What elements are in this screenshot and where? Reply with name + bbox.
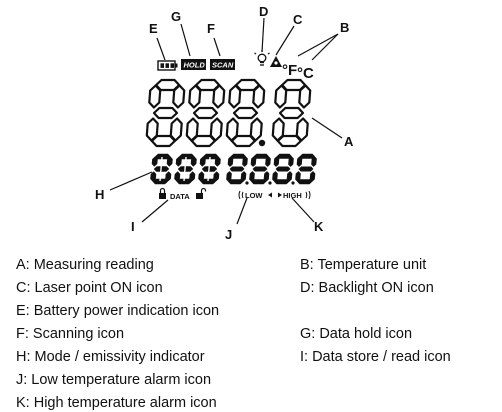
- mode-segment-divider: [159, 156, 163, 182]
- scan-label: SCAN: [212, 61, 234, 70]
- small-digit-3: [272, 153, 294, 185]
- callout-j: J: [225, 227, 232, 240]
- mode-segment-divider: [207, 156, 211, 182]
- scan-icon: SCAN: [210, 59, 235, 70]
- legend-item-g: G: Data hold icon: [300, 326, 413, 342]
- callout-g: G: [171, 9, 181, 24]
- callout-i: I: [131, 219, 135, 234]
- data-label: DATA: [170, 192, 190, 201]
- legend-item-e: E: Battery power indication icon: [16, 303, 220, 319]
- battery-icon: [157, 60, 178, 71]
- small-decimal-1: [245, 181, 249, 185]
- legend-item-i: I: Data store / read icon: [300, 349, 451, 365]
- main-decimal-point: [258, 139, 266, 147]
- hold-icon: HOLD: [181, 59, 206, 70]
- mode-digit-3: [198, 153, 221, 185]
- legend-item-a: A: Measuring reading: [16, 257, 154, 273]
- secondary-reading: [226, 153, 317, 185]
- callout-d: D: [259, 4, 268, 19]
- mode-digit-1: [150, 153, 173, 185]
- mode-indicator: [150, 153, 221, 185]
- hold-label: HOLD: [184, 61, 206, 70]
- callout-a: A: [344, 134, 354, 149]
- high-label: HIGH: [283, 191, 302, 200]
- low-label: LOW: [245, 191, 263, 200]
- legend-item-c: C: Laser point ON icon: [16, 280, 163, 296]
- high-alarm-icon: HIGH: [278, 190, 311, 200]
- small-digit-4: [295, 153, 317, 185]
- callout-e: E: [149, 21, 158, 36]
- lcd-diagram: E G F D C B A H I J K HOLD SCAN °F °C: [95, 4, 354, 240]
- callout-h: H: [95, 187, 104, 202]
- main-digit-3: [225, 78, 266, 148]
- legend-item-d: D: Backlight ON icon: [300, 280, 434, 296]
- laser-icon: [270, 56, 282, 67]
- callout-k: K: [314, 219, 324, 234]
- main-digit-2: [185, 78, 226, 148]
- callout-f: F: [207, 21, 215, 36]
- legend-item-j: J: Low temperature alarm icon: [16, 372, 212, 388]
- legend-item-b: B: Temperature unit: [300, 257, 427, 273]
- unit-celsius: °C: [297, 65, 314, 82]
- lock-icon: [159, 187, 166, 199]
- low-alarm-icon: LOW: [238, 190, 272, 200]
- callout-b: B: [340, 20, 349, 35]
- mode-segment-divider: [183, 156, 187, 182]
- callout-c: C: [293, 12, 303, 27]
- leader-lines: [109, 17, 343, 225]
- main-reading: [145, 78, 312, 148]
- main-digit-1: [145, 78, 186, 148]
- small-digit-2: [249, 153, 271, 185]
- legend-item-k: K: High temperature alarm icon: [16, 395, 217, 411]
- bulb-icon: [254, 50, 270, 66]
- small-decimal-3: [291, 181, 295, 185]
- legend-item-h: H: Mode / emissivity indicator: [16, 349, 205, 365]
- unlock-icon: [196, 187, 207, 199]
- legend-item-f: F: Scanning icon: [16, 326, 125, 342]
- small-digit-1: [226, 153, 248, 185]
- main-digit-4: [271, 78, 312, 148]
- unit-fahrenheit: °F: [282, 62, 297, 79]
- small-decimal-2: [268, 181, 272, 185]
